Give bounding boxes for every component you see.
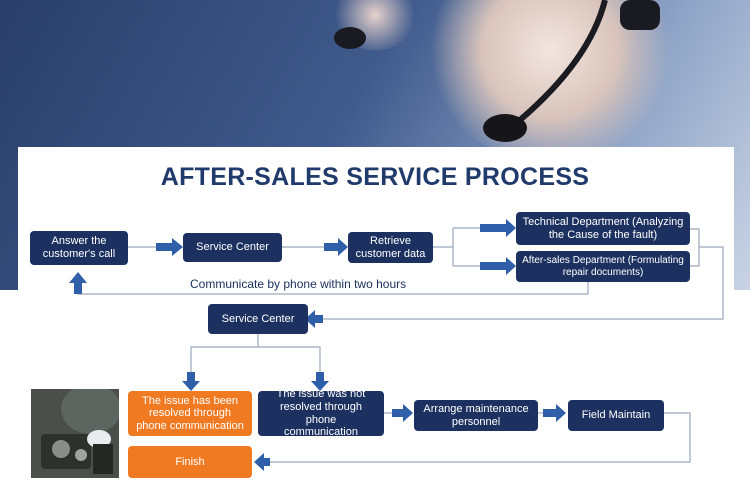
retrieve-data-node: Retrieve customer data xyxy=(348,232,433,263)
field-maintain-node: Field Maintain xyxy=(568,400,664,431)
after-sales-department-node: After-sales Department (Formulating repa… xyxy=(516,251,690,282)
communicate-note: Communicate by phone within two hours xyxy=(190,277,407,291)
resolved-by-phone-node: The issue has been resolved through phon… xyxy=(128,391,252,436)
service-center-node: Service Center xyxy=(183,233,282,262)
finish-node: Finish xyxy=(128,446,252,478)
technical-department-node: Technical Department (Analyzing the Caus… xyxy=(516,212,690,245)
not-resolved-by-phone-node: The issue was not resolved through phone… xyxy=(258,388,384,438)
machinery-image xyxy=(31,389,119,478)
service-center-node-2: Service Center xyxy=(208,304,308,334)
answer-call-node: Answer the customer's call xyxy=(30,231,128,265)
headset-icon xyxy=(334,0,660,142)
page-title: AFTER-SALES SERVICE PROCESS xyxy=(160,163,590,191)
arrange-maintenance-node: Arrange maintenance personnel xyxy=(414,400,538,431)
diagram-panel xyxy=(18,147,734,501)
technician-photo xyxy=(31,389,119,478)
